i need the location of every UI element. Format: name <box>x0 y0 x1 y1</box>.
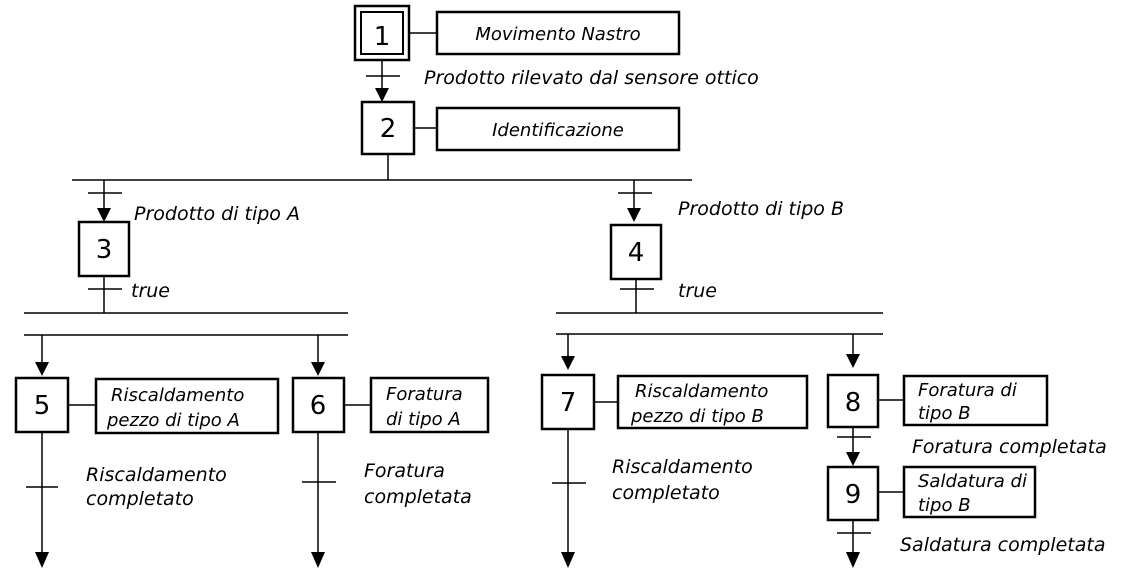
action-6-line-1: Foratura <box>386 384 463 405</box>
step-9-number: 9 <box>845 480 862 510</box>
step-4-box <box>609 223 663 281</box>
arrow-to-step-6 <box>311 362 325 376</box>
step-3-number: 3 <box>96 235 113 265</box>
transition-1-label: Prodotto rilevato dal sensore ottico <box>424 67 759 89</box>
action-5-line-1: Riscaldamento <box>111 385 244 406</box>
action-9-box <box>902 465 1037 519</box>
step-1-number: 1 <box>374 22 391 52</box>
step-7-box <box>540 373 596 431</box>
action-8-line-2: tipo B <box>918 403 971 424</box>
transition-8-label: Foratura completata <box>912 436 1107 458</box>
action-7-line-2: pezzo di tipo B <box>630 406 764 427</box>
arrow-to-step-9 <box>846 452 860 466</box>
action-7-line-1: Riscaldamento <box>635 381 768 402</box>
arrow-out-step-6 <box>311 552 325 568</box>
action-5-line-2: pezzo di tipo A <box>106 410 240 431</box>
action-5-box <box>94 377 280 435</box>
step-8-box <box>826 373 880 429</box>
arrow-out-step-9 <box>846 552 860 568</box>
transition-4-label: true <box>678 280 717 302</box>
transition-6-line-2: completata <box>364 486 472 508</box>
step-8-number: 8 <box>845 388 862 418</box>
transition-5-line-2: completato <box>86 488 194 510</box>
step-7-number: 7 <box>560 388 577 418</box>
arrow-out-step-7 <box>561 552 575 568</box>
action-7-box <box>616 374 809 430</box>
action-8-line-1: Foratura di <box>918 380 1017 401</box>
action-9-line-2: tipo B <box>918 495 971 516</box>
transition-2b-label: Prodotto di tipo B <box>678 198 844 220</box>
transition-9-label: Saldatura completata <box>900 534 1105 556</box>
action-2-box <box>435 106 681 152</box>
step-2-number: 2 <box>380 114 397 144</box>
action-8-box <box>902 374 1049 427</box>
action-1-box <box>435 10 681 56</box>
arrow-out-step-5 <box>35 552 49 568</box>
transition-7-line-1: Riscaldamento <box>612 456 753 478</box>
transition-5-line-1: Riscaldamento <box>86 464 227 486</box>
action-1-label: Movimento Nastro <box>475 24 640 45</box>
action-2-label: Identificazione <box>492 120 624 141</box>
arrow-to-step-3 <box>97 208 111 222</box>
action-6-box <box>369 376 490 434</box>
arrow-to-step-4 <box>627 208 641 222</box>
transition-3-label: true <box>131 280 170 302</box>
step-4-number: 4 <box>628 238 645 268</box>
arrow-to-step-8 <box>846 354 860 368</box>
arrow-to-step-7 <box>561 356 575 370</box>
step-3-box <box>77 220 131 278</box>
transition-2a-label: Prodotto di tipo A <box>134 203 300 225</box>
step-5-number: 5 <box>34 391 51 421</box>
arrow-to-step-5 <box>35 362 49 376</box>
transition-6-line-1: Foratura <box>364 460 445 482</box>
step-1: 1 <box>353 4 411 62</box>
action-6-line-2: di tipo A <box>386 409 461 430</box>
step-6-number: 6 <box>310 391 327 421</box>
step-1-inner-box <box>360 11 404 55</box>
action-9-line-1: Saldatura di <box>918 471 1027 492</box>
arrow-to-step-2 <box>375 88 389 102</box>
transition-7-line-2: completato <box>612 482 720 504</box>
